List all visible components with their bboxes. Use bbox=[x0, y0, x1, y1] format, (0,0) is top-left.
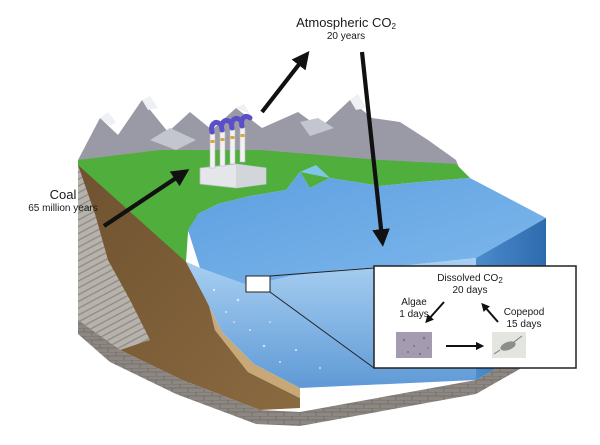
algae-title: Algae bbox=[401, 297, 427, 308]
atmospheric-co2-subscript: 2 bbox=[391, 22, 396, 31]
dissolved-to-algae-arrow bbox=[425, 301, 445, 324]
zoom-line-bottom bbox=[269, 291, 375, 369]
sample-marker bbox=[245, 275, 271, 293]
zoom-line-top bbox=[269, 267, 375, 277]
copepod-duration: 15 days bbox=[506, 318, 542, 330]
atmosphere-to-ocean-arrow bbox=[359, 51, 390, 247]
dissolved-co2-duration: 20 days bbox=[452, 285, 488, 297]
copepod-title: Copepod bbox=[503, 307, 545, 318]
coal-duration: 65 million years bbox=[28, 202, 98, 214]
dissolved-co2-subscript: 2 bbox=[498, 276, 503, 285]
factory-to-atmosphere-arrow bbox=[260, 51, 310, 114]
coal-to-factory-arrow bbox=[102, 169, 190, 228]
coal-title: Coal bbox=[49, 187, 77, 202]
copepod-to-dissolved-arrow bbox=[481, 302, 499, 323]
sediment-layer bbox=[200, 268, 300, 398]
copepod-label: Copepod 15 days bbox=[496, 307, 552, 330]
coal-label: Coal 65 million years bbox=[18, 187, 108, 214]
soil-cross-section bbox=[78, 165, 300, 410]
smoke-plumes bbox=[209, 113, 253, 135]
ocean-surface bbox=[188, 172, 546, 286]
rock-strata bbox=[78, 165, 150, 350]
factory-icon bbox=[199, 113, 267, 189]
dissolved-co2-label: Dissolved CO2 20 days bbox=[430, 273, 510, 297]
algae-duration: 1 days bbox=[399, 308, 429, 320]
dissolved-co2-title: Dissolved CO bbox=[437, 273, 499, 284]
ocean-particles bbox=[212, 288, 321, 369]
copepod-thumbnail bbox=[492, 332, 526, 358]
algae-label: Algae 1 days bbox=[392, 297, 436, 320]
atmospheric-co2-title: Atmospheric CO bbox=[296, 15, 392, 30]
atmospheric-co2-label: Atmospheric CO2 20 years bbox=[286, 15, 406, 43]
atmospheric-co2-duration: 20 years bbox=[326, 31, 366, 43]
algae-thumbnail bbox=[396, 332, 432, 358]
bedrock-base bbox=[78, 320, 546, 426]
inlet bbox=[300, 165, 330, 178]
